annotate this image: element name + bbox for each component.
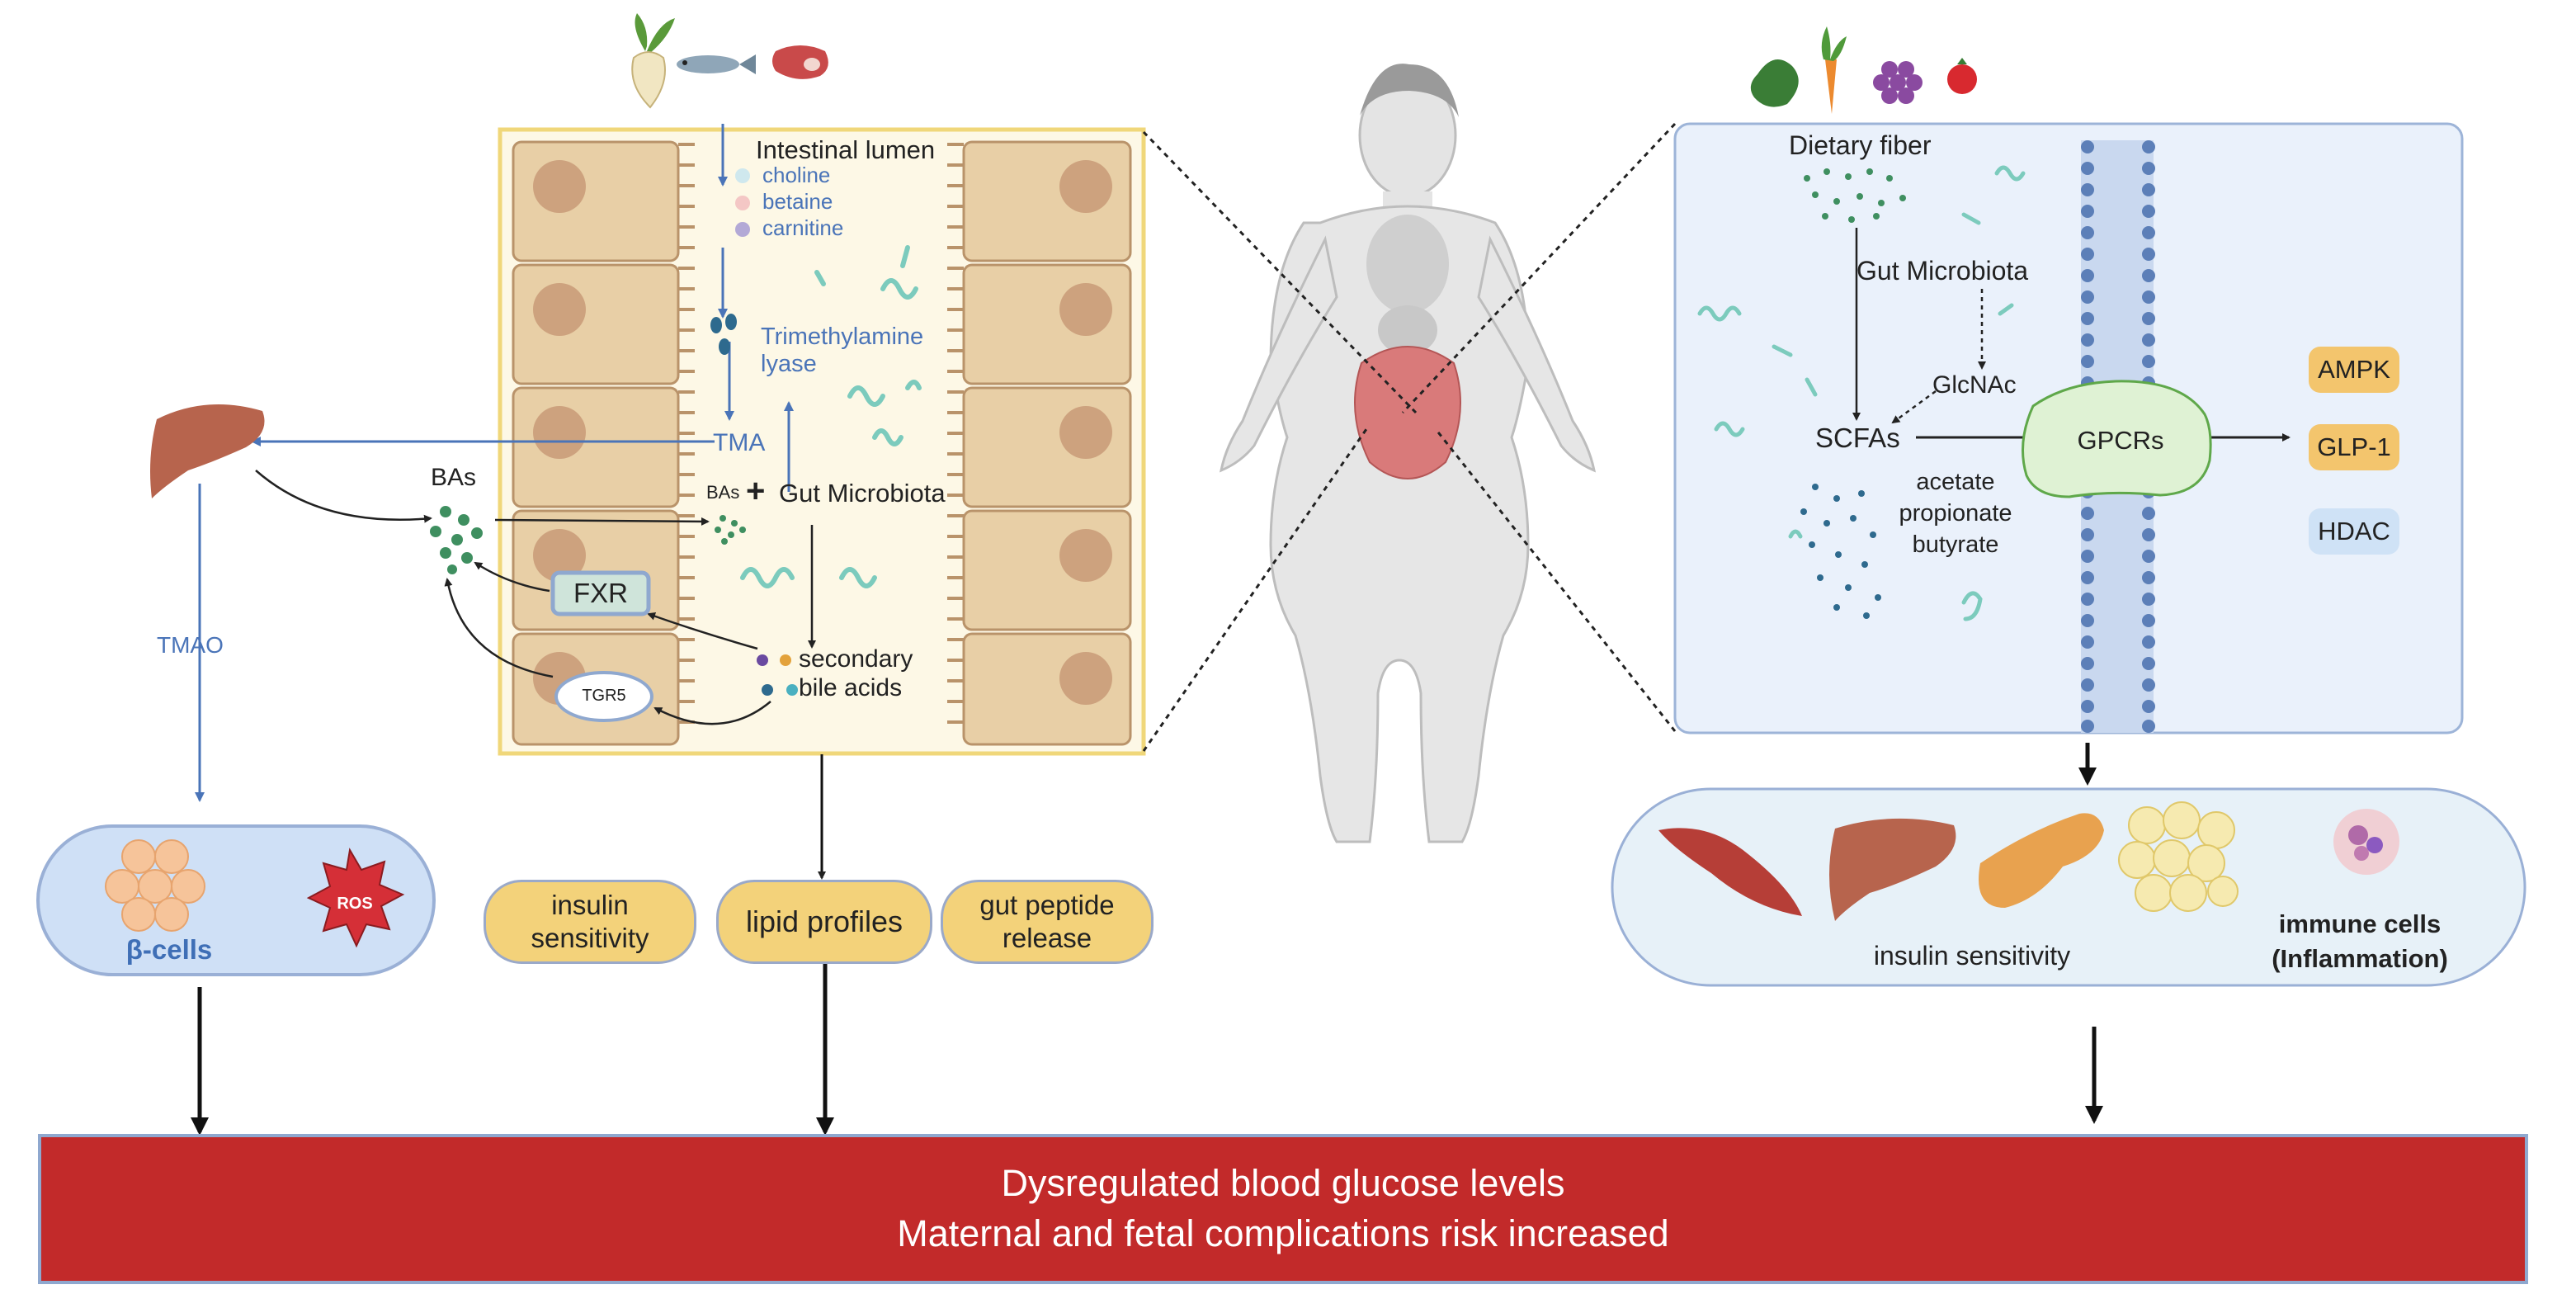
trimethylamine-lyase-label: Trimethylamine lyase: [761, 324, 924, 378]
carrot-icon: [1821, 26, 1847, 114]
ros-label: ROS: [337, 895, 373, 913]
glcnac-label: GlcNAc: [1932, 371, 2017, 399]
betaine-dot: [735, 196, 750, 210]
tgr5-label: TGR5: [582, 687, 626, 705]
acetate-label: acetate: [1916, 469, 1995, 495]
fiber-dots-icon: [1804, 168, 1906, 223]
ros-icon: [306, 848, 405, 948]
grapes-icon: [1873, 61, 1923, 104]
ampk-text: AMPK: [2318, 355, 2390, 384]
propionate-label: propionate: [1899, 500, 2012, 527]
bas-label: BAs: [431, 464, 477, 491]
beta-cells-icon: [105, 839, 205, 932]
zoom-lines: [1142, 122, 1677, 752]
banner-line-2: Maternal and fetal complications risk in…: [897, 1212, 1669, 1254]
plus-label: +: [746, 473, 766, 509]
choline-dot: [735, 168, 750, 183]
lumen-gut-microbiota-label: Gut Microbiota: [779, 479, 946, 508]
nuclei-left: [533, 160, 586, 705]
immune-cells-label: immune cells: [2278, 909, 2442, 938]
butyrate-label: butyrate: [1912, 531, 1999, 558]
choline-label: choline: [762, 163, 831, 187]
beta-cells-label: β-cells: [125, 934, 213, 965]
tma-pathway-arrows: [195, 124, 794, 802]
tomato-icon: [1947, 58, 1977, 94]
outcome-banner: Dysregulated blood glucose levels Matern…: [38, 1134, 2528, 1284]
fish-icon: [677, 54, 756, 74]
liver-icon: [1829, 818, 1956, 921]
carnitine-label: carnitine: [762, 215, 844, 240]
bas-small-cluster-icon: [715, 515, 746, 545]
nuclei-right: [1059, 160, 1112, 705]
to-banner-arrows: [191, 743, 2103, 1136]
human-body-icon: [1219, 64, 1597, 843]
secondary-bile-acid-dot: [762, 684, 773, 696]
lipid-profiles-pill: lipid profiles: [716, 880, 932, 964]
hdac-badge: HDAC: [2309, 508, 2399, 555]
glp1-text: GLP-1: [2317, 432, 2391, 461]
secondary-bile-acid-dot: [757, 654, 768, 666]
bile-acid-arrows: [255, 470, 816, 725]
secondary-bile-acid-dot: [780, 654, 791, 666]
gut-peptide-release-pill: gut peptide release: [941, 880, 1154, 964]
pancreas-icon: [1979, 813, 2104, 908]
carnitine-dot: [735, 222, 750, 237]
dietary-fiber-label: Dietary fiber: [1789, 130, 1932, 160]
intestine-panel: [498, 127, 1146, 756]
adipose-icon: [2118, 801, 2239, 912]
fxr-label: FXR: [573, 578, 628, 608]
immune-cell-icon: [2333, 809, 2399, 875]
secondary-bile-acids-label: secondary bile acids: [799, 645, 913, 701]
microvilli-left: [678, 143, 695, 724]
secondary-bile-acid-dot: [786, 684, 798, 696]
liver-icon: [150, 404, 265, 498]
scfa-dots-icon: [1800, 484, 1881, 619]
insulin-sensitivity-pill: insulin sensitivity: [484, 880, 696, 964]
tma-label: TMA: [713, 429, 766, 456]
tmao-label: TMAO: [157, 632, 224, 658]
right-gut-microbiota-label: Gut Microbiota: [1857, 256, 2029, 286]
microvilli-right: [947, 143, 964, 724]
banner-line-1: Dysregulated blood glucose levels: [1001, 1162, 1565, 1205]
betaine-label: betaine: [762, 189, 833, 214]
fxr-box: [550, 570, 651, 616]
bas-cluster-icon: [430, 506, 483, 574]
gpcrs-label: GPCRs: [2077, 426, 2164, 455]
lipid-profiles-text: lipid profiles: [745, 904, 903, 939]
gut-peptide-release-text: gut peptide release: [979, 890, 1115, 953]
glcnac-to-scfa-arrow: [1891, 390, 1937, 424]
ampk-badge: AMPK: [2309, 347, 2399, 393]
glp1-badge: GLP-1: [2309, 424, 2399, 470]
tgr5-ellipse: [554, 671, 653, 722]
intestinal-lumen-label: Intestinal lumen: [756, 135, 936, 164]
meat-icon: [772, 45, 828, 79]
bas-small-label: BAs: [706, 482, 740, 503]
lettuce-icon: [1750, 59, 1799, 107]
tma-molecule-icon: [710, 314, 737, 355]
muscle-icon: [1658, 828, 1802, 916]
beet-icon: [631, 13, 675, 109]
inflammation-label: (Inflammation): [2272, 944, 2448, 973]
gpcr-receptor-icon: [2022, 380, 2212, 498]
bacteria-icon: [1697, 165, 2026, 621]
scfas-label: SCFAs: [1815, 423, 1900, 453]
bacteria-icon: [740, 245, 922, 588]
insulin-sensitivity-text: insulin sensitivity: [531, 890, 649, 953]
right-insulin-sensitivity-label: insulin sensitivity: [1873, 941, 2071, 971]
hdac-text: HDAC: [2318, 517, 2390, 546]
